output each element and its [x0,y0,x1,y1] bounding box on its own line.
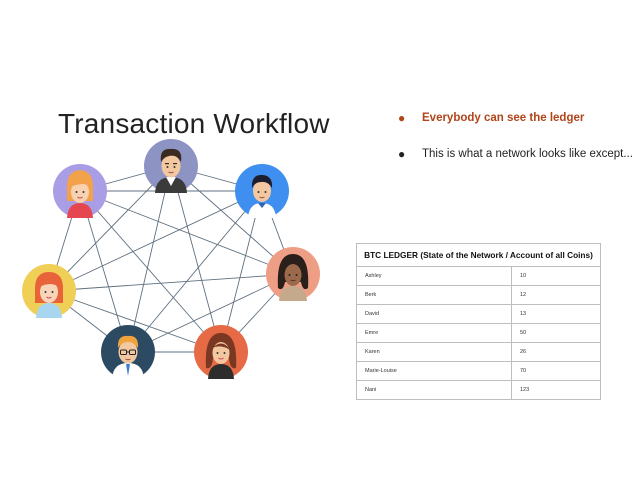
ledger-value-cell: 13 [511,304,601,324]
ledger-name-cell: David [356,304,512,324]
network-edges [48,165,294,353]
bullet-list: ● Everybody can see the ledger ● This is… [398,110,638,182]
ledger-title: BTC LEDGER (State of the Network / Accou… [356,243,601,267]
ledger-header-row: BTC LEDGER (State of the Network / Accou… [356,243,601,267]
woman-avatar-icon [194,325,248,379]
ledger-name-cell: Emre [356,323,512,343]
woman-avatar-icon [53,164,107,218]
ledger-name-cell: Nani [356,380,512,400]
network-edge [79,190,222,353]
ledger-value-cell: 70 [511,361,601,381]
ledger-value-cell: 10 [511,266,601,286]
network-edge [127,165,172,353]
bullet-text: Everybody can see the ledger [422,112,585,124]
ledger-name-cell: Marie-Louise [356,361,512,381]
bullet-item: ● Everybody can see the ledger [398,110,638,126]
network-edge [48,290,222,353]
network-edge [48,190,263,292]
man-avatar-icon [144,139,198,193]
bullet-text: This is what a network looks like except… [422,148,633,160]
bullet-item: ● This is what a network looks like exce… [398,146,638,162]
ledger-name-cell: Karen [356,342,512,362]
woman-avatar-icon [266,247,320,301]
ledger-table: BTC LEDGER (State of the Network / Accou… [356,243,601,400]
bullet-dot-icon: ● [398,147,406,161]
ledger-name-cell: Berk [356,285,512,305]
ledger-value-cell: 12 [511,285,601,305]
ledger-value-cell: 50 [511,323,601,343]
network-edge [170,165,294,275]
ledger-name-cell: Ashley [356,266,512,286]
slide-title: Transaction Workflow [58,108,330,139]
ledger-value-cell: 123 [511,380,601,400]
network-edge [79,190,294,275]
man-avatar-icon [235,164,289,218]
man-glasses-avatar-icon [101,325,155,379]
network-edge [127,273,294,353]
woman-avatar-icon [22,264,76,318]
ledger-value-cell: 26 [511,342,601,362]
network-edge [127,190,263,353]
network-edge [48,165,172,292]
network-edge [170,165,222,353]
network-edge [48,273,294,292]
bullet-dot-icon: ● [398,111,406,125]
